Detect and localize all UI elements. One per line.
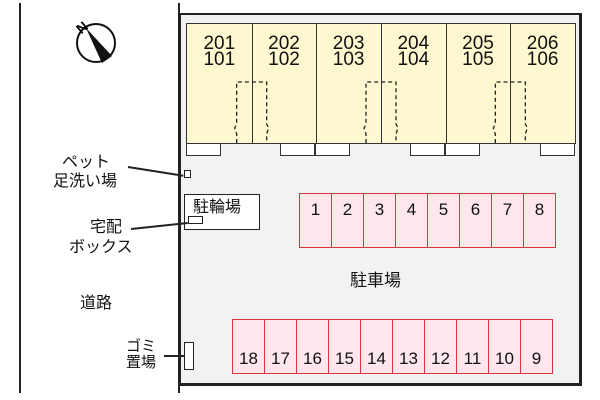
parking-space: 10 <box>488 319 521 374</box>
parking-space-number: 1 <box>310 200 321 219</box>
parking-space: 1 <box>299 193 332 248</box>
parking-space: 9 <box>520 319 553 374</box>
upper-unit-number: 201 <box>203 33 236 54</box>
parking-space: 12 <box>424 319 457 374</box>
parking-space-number: 13 <box>399 349 418 368</box>
parking-space: 14 <box>360 319 393 374</box>
balcony <box>540 143 575 156</box>
upper-unit-number: 206 <box>526 33 559 54</box>
parking-space: 6 <box>459 193 492 248</box>
parking-space-number: 18 <box>239 349 258 368</box>
garbage-label-2: 置場 <box>126 353 157 371</box>
pet-wash-label-1: ペット <box>62 152 111 171</box>
unit-divider <box>316 24 318 143</box>
balcony <box>315 143 350 156</box>
parking-space: 11 <box>456 319 489 374</box>
delivery-box-label-1: 宅配 <box>90 217 123 236</box>
parking-space-number: 2 <box>342 200 353 219</box>
lower-unit-number: 105 <box>462 49 494 70</box>
garbage-station <box>184 342 194 370</box>
balcony <box>445 143 480 156</box>
stair-outline <box>363 81 399 143</box>
pet-wash-label-2: 足洗い場 <box>53 171 118 190</box>
parking-space-number: 15 <box>335 349 354 368</box>
road-label: 道路 <box>80 293 113 312</box>
parking-space-number: 11 <box>463 349 482 368</box>
lower-unit-number: 106 <box>526 49 559 70</box>
bicycle-parking-label: 駐輪場 <box>193 197 242 216</box>
parking-space: 2 <box>331 193 364 248</box>
parking-space-number: 7 <box>502 200 513 219</box>
parking-space-number: 9 <box>531 349 542 368</box>
upper-unit-number: 205 <box>462 33 494 54</box>
stair-outline <box>233 81 270 143</box>
balcony <box>280 143 315 156</box>
parking-space-number: 10 <box>495 349 514 368</box>
balcony <box>410 143 445 156</box>
delivery-box <box>188 216 203 224</box>
parking-space-number: 17 <box>271 349 290 368</box>
parking-space-number: 4 <box>406 200 417 219</box>
stair-outline <box>492 81 529 143</box>
parking-space: 16 <box>296 319 329 374</box>
parking-space: 17 <box>264 319 297 374</box>
bicycle-parking-area <box>184 194 260 230</box>
pet-wash-leader <box>127 166 184 177</box>
parking-space: 15 <box>328 319 361 374</box>
parking-space-number: 8 <box>534 200 545 219</box>
parking-space-number: 16 <box>303 349 322 368</box>
stair-outlines <box>233 81 529 143</box>
parking-space: 18 <box>232 319 265 374</box>
parking-space: 7 <box>491 193 524 248</box>
parking-space: 13 <box>392 319 425 374</box>
balcony <box>186 143 221 156</box>
parking-space: 5 <box>427 193 460 248</box>
unit-divider <box>445 24 447 143</box>
garbage-leader <box>164 355 189 357</box>
parking-space: 4 <box>395 193 428 248</box>
parking-lot-label: 駐車場 <box>350 271 401 291</box>
upper-unit-number: 202 <box>268 33 300 54</box>
north-arrow-icon: N <box>73 18 116 63</box>
parking-space-number: 5 <box>438 200 449 219</box>
unit-divider <box>510 24 512 143</box>
parking-row-top: 1 2 3 4 5 6 7 8 <box>299 193 556 248</box>
lower-unit-number: 102 <box>268 49 300 70</box>
delivery-box-label-2: ボックス <box>69 237 133 256</box>
road-left-edge <box>19 3 21 393</box>
parking-space-number: 6 <box>470 200 481 219</box>
parking-space-number: 12 <box>431 349 450 368</box>
parking-space: 8 <box>523 193 556 248</box>
lower-unit-number: 103 <box>332 49 365 70</box>
unit-divider <box>381 24 382 143</box>
upper-unit-number: 203 <box>332 33 365 54</box>
lower-unit-number: 101 <box>203 49 236 70</box>
unit-divider <box>251 24 253 143</box>
lower-unit-number: 104 <box>397 49 430 70</box>
parking-space: 3 <box>363 193 396 248</box>
garbage-label-1: ゴミ <box>126 337 157 355</box>
parking-row-bottom: 18 17 16 15 14 13 12 11 10 9 <box>232 319 553 374</box>
upper-unit-number: 204 <box>397 33 430 54</box>
pet-wash-station <box>184 170 191 178</box>
parking-space-number: 3 <box>374 200 385 219</box>
parking-space-number: 14 <box>367 349 386 368</box>
